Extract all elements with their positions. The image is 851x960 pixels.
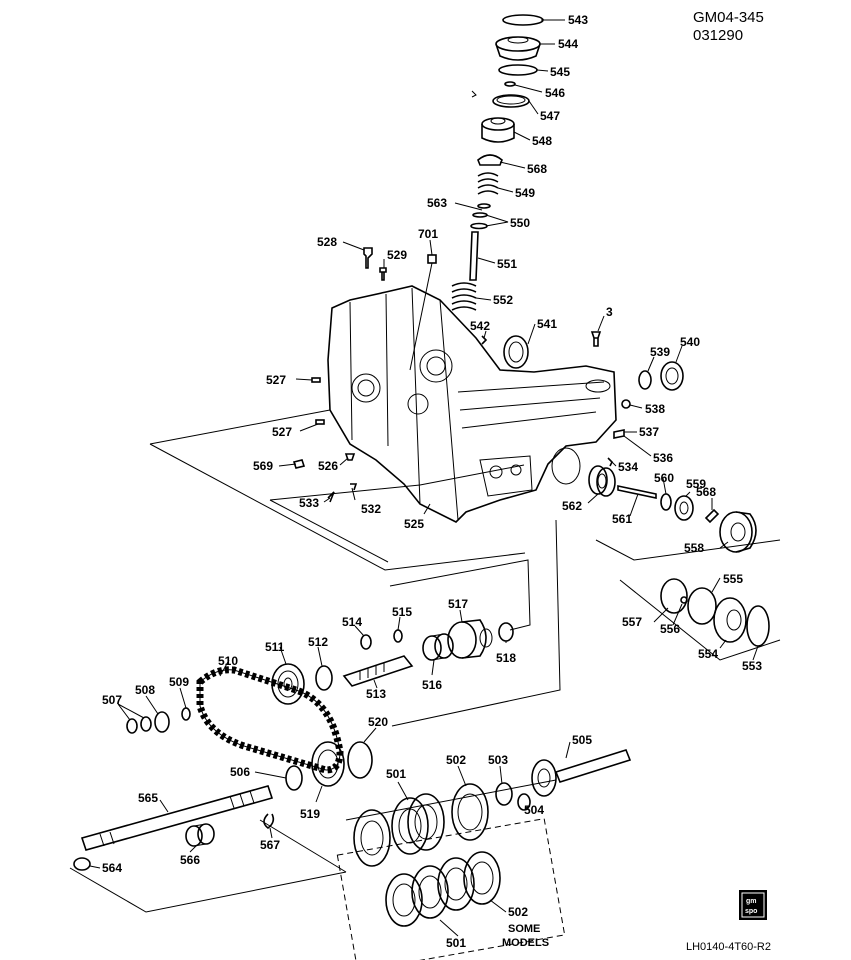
diagram-date: 031290 <box>693 27 743 44</box>
callout-534: 534 <box>618 460 638 474</box>
callout-508: 508 <box>135 683 155 697</box>
callout-533: 533 <box>299 496 319 510</box>
callout-569: 569 <box>253 459 273 473</box>
callout-556: 556 <box>660 622 680 636</box>
leader-lines <box>89 19 759 937</box>
diagram-code: GM04-345 <box>693 9 764 26</box>
callout-550: 550 <box>510 216 530 230</box>
callout-552: 552 <box>493 293 513 307</box>
note-some: SOME <box>508 923 540 935</box>
callout-564: 564 <box>102 861 122 875</box>
drive-chain-assembly <box>73 619 514 871</box>
callout-528: 528 <box>317 235 337 249</box>
callout-536: 536 <box>653 451 673 465</box>
callout-501-upper: 501 <box>386 767 406 781</box>
callout-527-upper: 527 <box>266 373 286 387</box>
callout-537: 537 <box>639 425 659 439</box>
callout-551: 551 <box>497 257 517 271</box>
callout-516: 516 <box>422 678 442 692</box>
side-cover-assembly <box>588 465 770 647</box>
callout-567: 567 <box>260 838 280 852</box>
callout-510: 510 <box>218 654 238 668</box>
callout-503: 503 <box>488 753 508 767</box>
callout-504: 504 <box>524 803 544 817</box>
callout-512: 512 <box>308 635 328 649</box>
callout-538: 538 <box>645 402 665 416</box>
callout-513: 513 <box>366 687 386 701</box>
callout-561: 561 <box>612 512 632 526</box>
callout-545: 545 <box>550 65 570 79</box>
callout-3: 3 <box>606 305 613 319</box>
callout-562: 562 <box>562 499 582 513</box>
callout-514: 514 <box>342 615 362 629</box>
callout-511: 511 <box>265 640 285 654</box>
clutch-pack <box>353 749 632 927</box>
callout-548: 548 <box>532 134 552 148</box>
callout-542: 542 <box>470 319 490 333</box>
callout-565: 565 <box>138 791 158 805</box>
callout-540: 540 <box>680 335 700 349</box>
callout-517: 517 <box>448 597 468 611</box>
callout-568: 568 <box>527 162 547 176</box>
callout-507: 507 <box>102 693 122 707</box>
callout-505: 505 <box>572 733 592 747</box>
callout-568-side: 568 <box>696 485 716 499</box>
callout-532: 532 <box>361 502 381 516</box>
callout-502-upper: 502 <box>446 753 466 767</box>
drawing-id: LH0140-4T60-R2 <box>686 941 771 953</box>
callout-529: 529 <box>387 248 407 262</box>
callout-502-lower: 502 <box>508 905 528 919</box>
callout-560: 560 <box>654 471 674 485</box>
callout-labels: 543 544 545 546 547 548 568 549 563 550 … <box>102 13 762 950</box>
callout-525: 525 <box>404 517 424 531</box>
callout-515: 515 <box>392 605 412 619</box>
callout-527-lower: 527 <box>272 425 292 439</box>
callout-520: 520 <box>368 715 388 729</box>
callout-557: 557 <box>622 615 642 629</box>
callout-554: 554 <box>698 647 718 661</box>
svg-text:gm: gm <box>746 898 757 905</box>
callout-506: 506 <box>230 765 250 779</box>
callout-518: 518 <box>496 651 516 665</box>
servo-stack <box>451 14 544 311</box>
callout-547: 547 <box>540 109 560 123</box>
callout-539: 539 <box>650 345 670 359</box>
gm-spo-logo: gm spo <box>739 890 767 920</box>
callout-543: 543 <box>568 13 588 27</box>
callout-549: 549 <box>515 186 535 200</box>
callout-546: 546 <box>545 86 565 100</box>
callout-563: 563 <box>427 196 447 210</box>
callout-501-lower: 501 <box>446 936 466 950</box>
note-models: MODELS <box>502 937 549 949</box>
callout-544: 544 <box>558 37 578 51</box>
callout-553: 553 <box>742 659 762 673</box>
transmission-case <box>327 285 617 523</box>
callout-566: 566 <box>180 853 200 867</box>
callout-558: 558 <box>684 541 704 555</box>
svg-text:spo: spo <box>745 908 757 915</box>
callout-526: 526 <box>318 459 338 473</box>
callout-541: 541 <box>537 317 557 331</box>
callout-559: 559 <box>686 477 706 491</box>
callout-519: 519 <box>300 807 320 821</box>
callout-509: 509 <box>169 675 189 689</box>
callout-701: 701 <box>418 227 438 241</box>
callout-555: 555 <box>723 572 743 586</box>
